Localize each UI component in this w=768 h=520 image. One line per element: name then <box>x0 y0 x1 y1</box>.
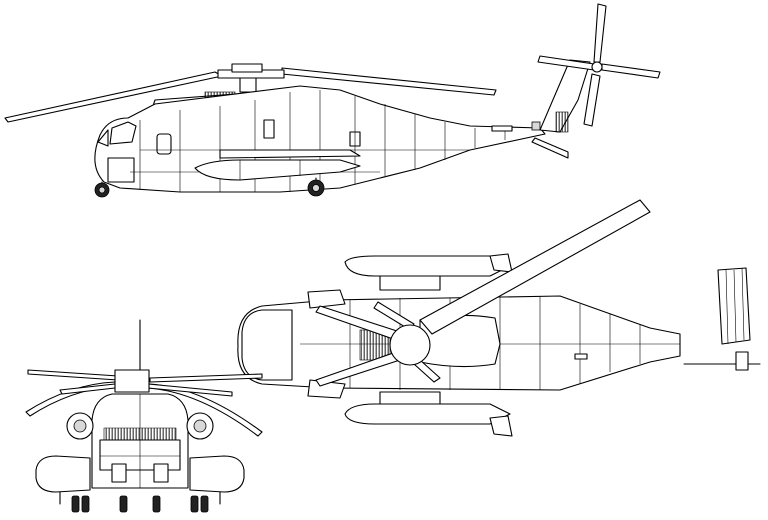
front-fuselage <box>91 393 189 489</box>
front-main-rotor <box>25 319 263 437</box>
side-tail <box>531 3 661 159</box>
front-view <box>25 319 263 513</box>
top-view <box>237 199 761 437</box>
front-sponsons-gear <box>35 455 245 513</box>
top-tail <box>683 267 761 371</box>
side-sponson-tank <box>194 149 361 181</box>
side-main-rotor <box>4 63 497 123</box>
side-landing-gear <box>94 177 325 198</box>
top-main-rotor <box>315 199 651 387</box>
top-sponsons <box>344 253 513 437</box>
front-engine-nacelles <box>66 412 214 440</box>
side-view <box>4 3 661 198</box>
